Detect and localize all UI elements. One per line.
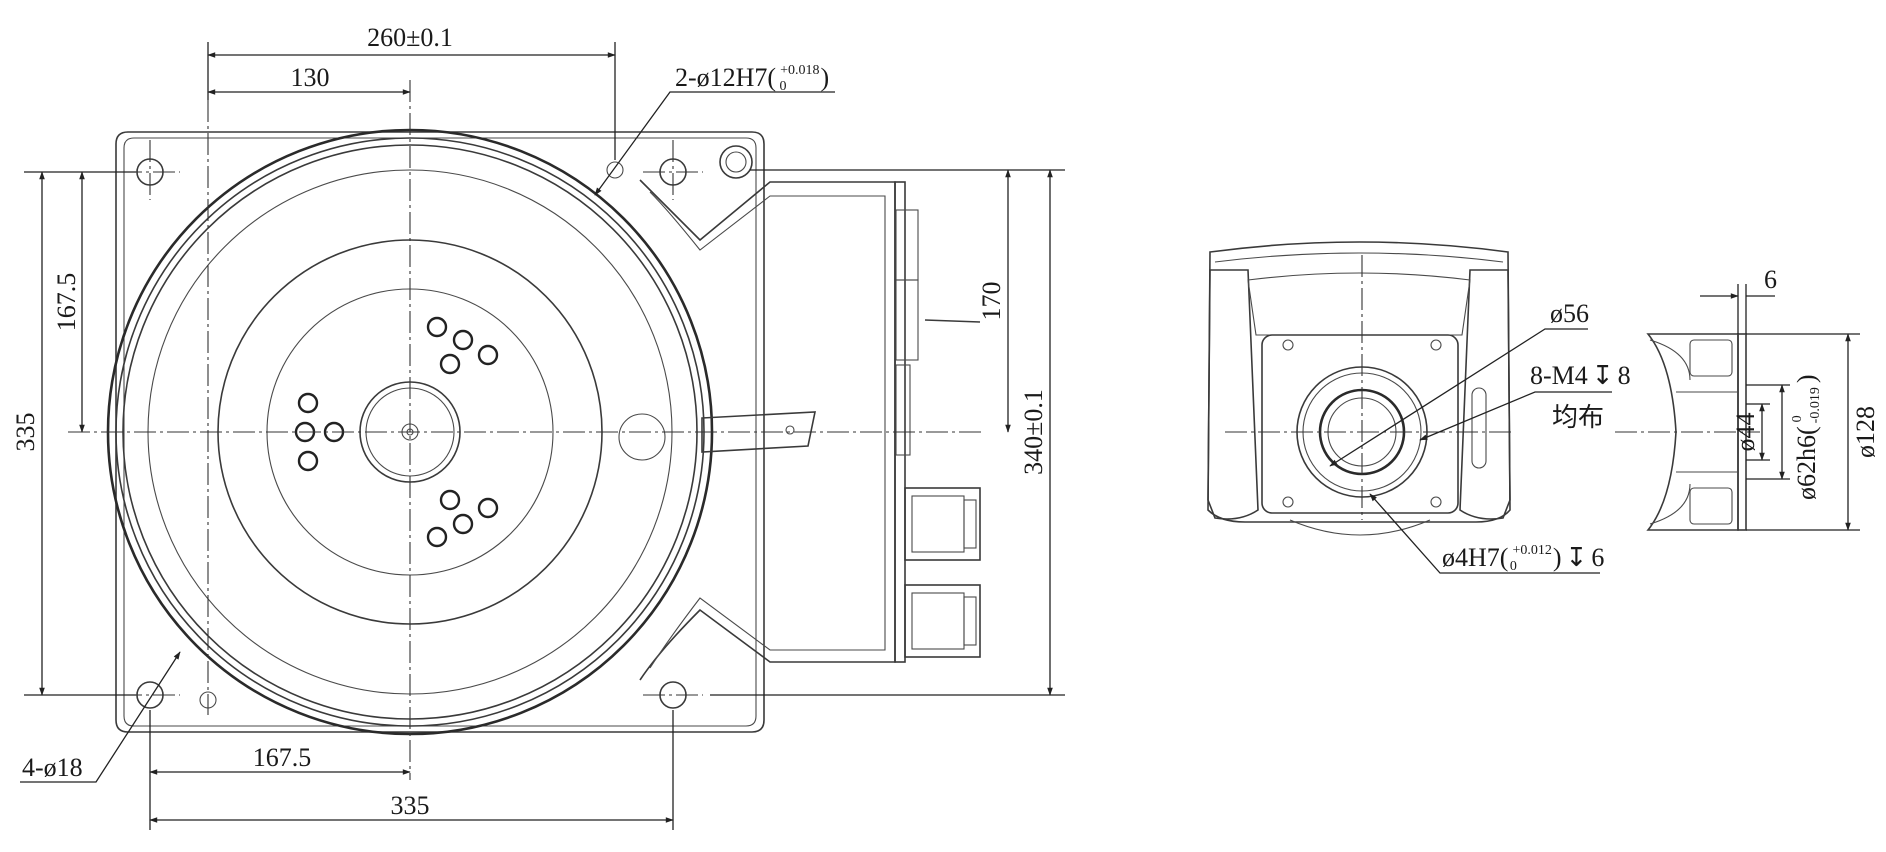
handle [701, 411, 816, 453]
bolt-hole-8 [297, 450, 319, 472]
dim-bottom-335: 335 [391, 791, 430, 820]
bolt-hole-10 [477, 497, 499, 519]
dim-height-335: 335 [11, 413, 40, 452]
leader-pin-hole [1369, 493, 1600, 574]
dim-height-167-5: 167.5 [52, 273, 81, 332]
base-plate-inner-outline [123, 137, 757, 727]
dim-d128: ø128 [1851, 406, 1880, 458]
dimension-lines [39, 52, 1053, 823]
leader-d56 [1329, 328, 1588, 467]
end-corner-screw-tr [1430, 339, 1442, 351]
end-side-slot [1471, 387, 1487, 469]
side-profile [1646, 333, 1739, 531]
dim-d56: ø56 [1550, 299, 1589, 328]
port-circle [618, 413, 666, 461]
end-view: ø56 8-M4 ↧ 8 均布 ø4H7( +0.012 0 ) ↧ 6 [1207, 241, 1631, 574]
dim-d44: ø44 [1731, 413, 1760, 452]
leader-lines [20, 91, 835, 783]
dim-width-130: 130 [291, 63, 330, 92]
leader-m4 [1419, 391, 1612, 441]
dim-height-170: 170 [977, 282, 1006, 321]
dim-height-340: 340±0.1 [1019, 389, 1048, 475]
bolt-hole-11 [452, 513, 474, 535]
dim-six: 6 [1764, 265, 1777, 294]
dim-bottom-167-5: 167.5 [253, 743, 312, 772]
bolt-hole-2 [452, 329, 474, 351]
housing-side-flange [894, 181, 906, 663]
side-dimension-lines [1700, 284, 1860, 531]
base-plate-outline [115, 131, 765, 733]
handle-pin [785, 425, 795, 435]
end-flange-plate [1261, 334, 1459, 514]
bolt-hole-12 [426, 526, 448, 548]
dim-d62: ø62h6( 0 -0.019 ) [1788, 374, 1823, 500]
side-flange [1737, 333, 1747, 531]
top-view: 260±0.1 130 2-ø12H7( +0.018 0 ) 167.5 33… [11, 23, 1065, 830]
bolt-hole-5 [297, 392, 319, 414]
arm-housing-inner [649, 191, 886, 669]
dim-pin-hole: ø4H7( +0.012 0 ) ↧ 6 [1442, 541, 1604, 574]
connector-lower [904, 584, 981, 658]
dim-hole-2x12: 2-ø12H7( +0.018 0 ) [675, 61, 829, 94]
arm-housing-outline [639, 179, 896, 681]
end-corner-screw-bl [1282, 496, 1294, 508]
mounting-holes [136, 145, 753, 709]
bolt-hole-4 [439, 353, 461, 375]
housing-vents [895, 209, 981, 456]
top-view-centerlines [68, 80, 985, 780]
bolt-hole-3 [477, 344, 499, 366]
side-view: 6 ø44 ø62h6( 0 -0.019 ) ø128 [1615, 265, 1880, 531]
dim-thread: 8-M4 ↧ 8 [1530, 361, 1631, 390]
connector-upper [904, 487, 981, 561]
end-right-pad [1459, 269, 1511, 520]
dim-hole-4x18: 4-ø18 [22, 753, 83, 782]
end-left-pad [1207, 269, 1259, 520]
end-housing-outline [1207, 241, 1511, 523]
dim-width-260: 260±0.1 [367, 23, 453, 52]
bolt-hole-1 [426, 316, 448, 338]
side-ribs [1649, 339, 1738, 525]
end-corner-screw-br [1430, 496, 1442, 508]
end-corner-screw-tl [1282, 339, 1294, 351]
bolt-hole-9 [439, 489, 461, 511]
locating-boss [719, 145, 753, 179]
pin-hole-top [606, 161, 624, 179]
dim-distribution: 均布 [1552, 403, 1604, 432]
